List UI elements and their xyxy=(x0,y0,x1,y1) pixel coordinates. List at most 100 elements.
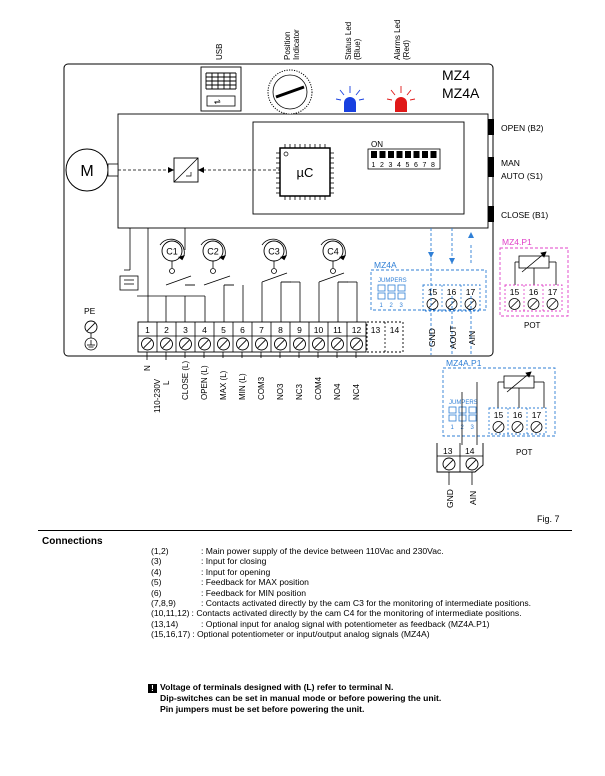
connection-description: : Input for opening xyxy=(201,566,271,577)
terminal-number: 15 xyxy=(494,410,504,420)
divider xyxy=(38,530,572,531)
connection-terminals: (5) xyxy=(151,577,162,588)
cam-label: C2 xyxy=(207,247,219,257)
svg-text:M: M xyxy=(80,163,93,180)
jumper-pin[interactable] xyxy=(397,284,406,292)
terminal-screw xyxy=(312,337,325,351)
connection-row: (13,14): Optional input for analog signa… xyxy=(151,619,571,629)
jumper-pin[interactable] xyxy=(377,284,386,292)
jumper-pin[interactable] xyxy=(377,292,386,300)
position-indicator-icon xyxy=(267,69,313,115)
alarms-led-red-icon xyxy=(386,86,416,112)
man-auto-switch[interactable]: MAN AUTO (S1) xyxy=(488,157,543,181)
dip-key[interactable] xyxy=(413,151,420,158)
cam-c4: C4 xyxy=(320,238,346,274)
connection-terminals: (10,11,12) xyxy=(151,608,190,619)
jumper-number: 2 xyxy=(461,425,465,431)
svg-text:MZ4.P1: MZ4.P1 xyxy=(502,237,532,247)
terminal-screw xyxy=(236,337,249,351)
jumper-number: 1 xyxy=(451,425,455,431)
svg-text:⇌: ⇌ xyxy=(214,97,221,106)
connections-heading: Connections xyxy=(42,536,103,547)
connection-terminals: (7,8,9) xyxy=(151,598,176,609)
connection-terminals: (1,2) xyxy=(151,546,169,556)
model-title-mz4a: MZ4A xyxy=(442,85,480,101)
terminal-label: MIN (L) xyxy=(238,373,247,400)
jumper-pin[interactable] xyxy=(397,292,406,300)
terminal-number: 4 xyxy=(202,325,207,335)
terminal-number: 1 xyxy=(145,325,150,335)
connection-terminals: (4) xyxy=(151,566,162,577)
usb-icon: ⇌ xyxy=(200,66,242,112)
svg-text:OPEN (B2): OPEN (B2) xyxy=(501,123,544,133)
terminal-screw xyxy=(141,337,154,351)
jumper-pin[interactable] xyxy=(387,284,396,292)
terminal-screw xyxy=(508,298,521,310)
dip-key[interactable] xyxy=(405,151,411,158)
cam-label: C3 xyxy=(268,247,280,257)
jumper-pin[interactable] xyxy=(448,406,457,414)
terminal-block xyxy=(504,284,563,312)
terminal-number: 6 xyxy=(240,325,245,335)
connection-row: (4) : Input for opening xyxy=(151,567,571,577)
terminal-screw xyxy=(160,337,173,351)
terminal-number: 12 xyxy=(352,325,362,335)
open-button[interactable]: OPEN (B2) xyxy=(488,119,544,135)
jumper-pin[interactable] xyxy=(458,406,467,414)
connection-terminals: (6) xyxy=(151,587,162,598)
terminal-screw xyxy=(179,337,192,351)
connection-terminals: (3) xyxy=(151,556,162,567)
terminal-label: NO4 xyxy=(333,383,342,400)
dip-number: 5 xyxy=(406,162,410,169)
dip-key[interactable] xyxy=(371,151,377,158)
status-led-label: Status Led(Blue) xyxy=(344,22,362,60)
terminal-number: 11 xyxy=(333,325,342,335)
terminal-label: NC3 xyxy=(295,383,304,400)
dip-key[interactable] xyxy=(396,151,403,158)
svg-text:AUTO (S1): AUTO (S1) xyxy=(501,171,543,181)
close-button[interactable]: CLOSE (B1) xyxy=(488,206,548,222)
jumper-number: 1 xyxy=(380,303,384,309)
dip-key[interactable] xyxy=(388,151,394,158)
cam-contact xyxy=(165,275,195,286)
warning-icon: ! xyxy=(148,684,157,693)
terminal-number: 3 xyxy=(183,325,188,335)
jumper-pin[interactable] xyxy=(468,414,477,422)
svg-text:MZ4A: MZ4A xyxy=(374,260,397,270)
terminal-number: 10 xyxy=(314,325,324,335)
dip-number: 7 xyxy=(423,162,427,169)
cam-label: C1 xyxy=(166,247,178,257)
terminal-screw xyxy=(274,337,287,351)
terminal-label: NO3 xyxy=(276,383,285,400)
terminal-number: 5 xyxy=(221,325,226,335)
terminal-block xyxy=(488,407,547,435)
connection-row: (3): Input for closing xyxy=(151,556,571,566)
cam-c3: C3 xyxy=(261,238,287,274)
connection-description: : Optional potentiometer or input/output… xyxy=(192,629,430,640)
dip-key[interactable] xyxy=(422,151,428,158)
jumper-pin[interactable] xyxy=(458,414,467,422)
terminal-number: 17 xyxy=(532,410,542,420)
terminal-number: 8 xyxy=(278,325,283,335)
terminal-label: COM3 xyxy=(257,376,266,400)
jumper-number: 3 xyxy=(400,303,404,309)
cam-c2: C2 xyxy=(200,238,226,274)
cam-contact xyxy=(203,275,234,286)
dip-key[interactable] xyxy=(430,151,437,158)
jumper-pin[interactable] xyxy=(468,406,477,414)
terminal-screw xyxy=(293,337,306,351)
dip-key[interactable] xyxy=(379,151,386,158)
terminal-screw xyxy=(445,298,458,310)
terminal-screw xyxy=(530,421,543,433)
motor-icon: M xyxy=(65,148,119,192)
connection-row: (6): Feedback for MIN position xyxy=(151,588,571,598)
terminal-number: 9 xyxy=(297,325,302,335)
terminal-label: CLOSE (L) xyxy=(181,361,190,400)
jumper-pin[interactable] xyxy=(448,414,457,422)
svg-text:MZ4A.P1: MZ4A.P1 xyxy=(446,358,482,368)
jumper-pin[interactable] xyxy=(387,292,396,300)
terminal-number: 2 xyxy=(164,325,169,335)
svg-text:14: 14 xyxy=(465,446,475,456)
